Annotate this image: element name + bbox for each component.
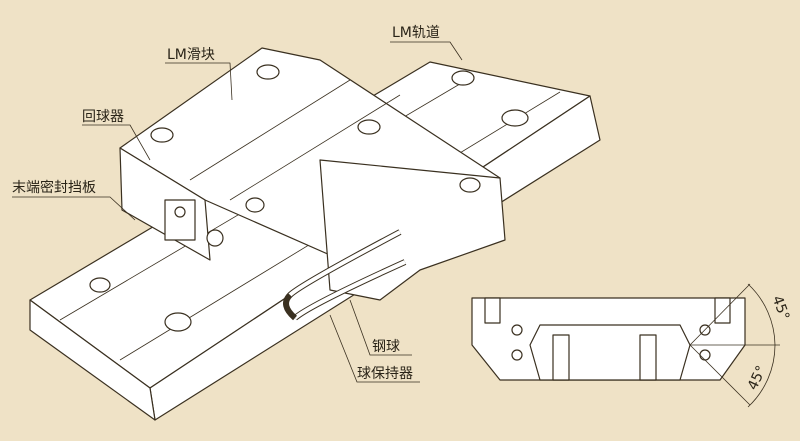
cross-section xyxy=(471,283,780,408)
label-lm-rail: LM轨道 xyxy=(392,25,440,41)
label-ball-retainer: 球保持器 xyxy=(357,366,413,382)
label-end-seal: 末端密封挡板 xyxy=(12,180,96,196)
lm-block xyxy=(119,47,506,301)
label-return-plate: 回球器 xyxy=(82,109,124,125)
label-steel-ball: 钢球 xyxy=(372,339,400,355)
steel-balls xyxy=(283,229,407,321)
leader-lines xyxy=(12,41,463,383)
label-lm-block: LM滑块 xyxy=(167,47,215,63)
